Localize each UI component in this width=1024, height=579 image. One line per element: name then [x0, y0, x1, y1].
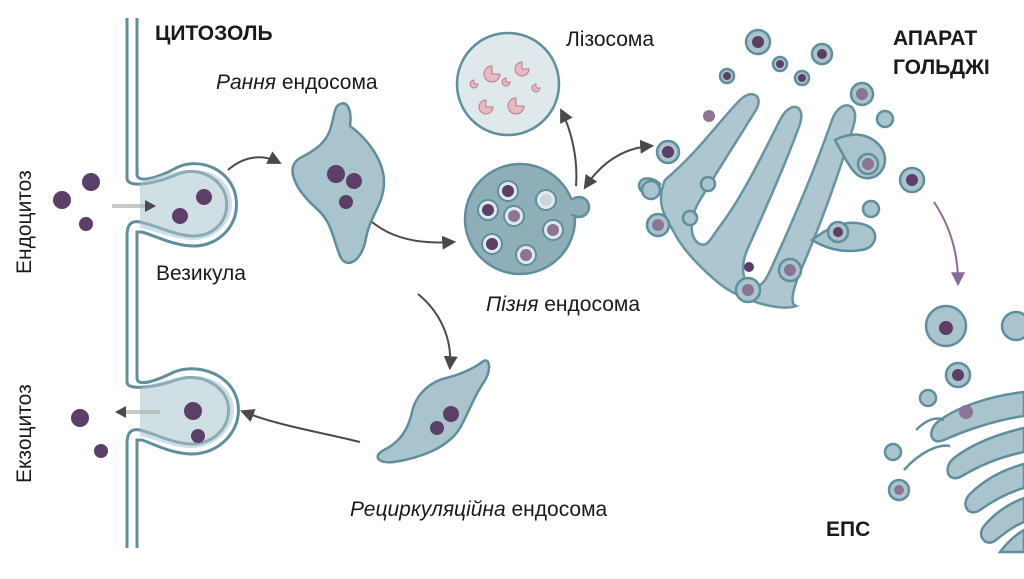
- recycling-endosome-label-rest: ендосома: [506, 498, 608, 521]
- arrow-late-golgi-bidirectional: [583, 139, 655, 190]
- arrow-vesicle-to-early-endosome: [227, 151, 282, 171]
- endocytic-vesicle: [140, 170, 232, 240]
- arrow-early-to-late-endosome: [371, 221, 457, 250]
- vesicle-label: Везикула: [156, 262, 246, 285]
- exocytosis-exit-arrow: [115, 406, 160, 418]
- early-endosome-label-rest: ендосома: [276, 71, 378, 94]
- arrow-early-to-recycling-endosome: [417, 293, 458, 371]
- endocytosis-entry-arrow: [112, 200, 156, 212]
- late-endosome-label: Пізня ендосома: [486, 293, 640, 316]
- golgi-cargo: [652, 36, 918, 296]
- lysosome: [455, 31, 561, 137]
- late-endosome: [463, 162, 591, 276]
- endocytosis-label: Ендоцитоз: [13, 170, 36, 274]
- recycling-endosome-label: Рециркуляційна ендосома: [350, 498, 608, 521]
- arrow-golgi-to-er: [933, 201, 965, 287]
- late-endosome-label-italic: Пізня: [486, 293, 538, 316]
- early-endosome: [291, 102, 386, 265]
- early-endosome-label-italic: Рання: [216, 71, 276, 94]
- early-endosome-label: Рання ендосома: [216, 71, 378, 94]
- arrow-late-to-lysosome: [560, 108, 578, 187]
- golgi-apparatus: [637, 28, 926, 309]
- recycling-endosome: [376, 359, 491, 464]
- extracellular-cargo: [53, 173, 108, 458]
- exocytic-vesicle: [140, 376, 234, 448]
- pathway-arrows: [227, 108, 655, 443]
- lysosome-label: Лізосома: [566, 28, 654, 51]
- cytosol-label: ЦИТОЗОЛЬ: [155, 22, 273, 45]
- er-label: ЕПС: [826, 518, 870, 541]
- arrow-recycling-to-exocytosis: [240, 409, 361, 443]
- exocytosis-label: Екзоцитоз: [13, 384, 36, 483]
- er-cargo: [894, 321, 973, 495]
- golgi-label-line2: ГОЛЬДЖІ: [893, 56, 990, 79]
- endoplasmic-reticulum: [883, 304, 1024, 554]
- golgi-label-line1: АПАРАТ: [893, 27, 977, 50]
- recycling-endosome-label-italic: Рециркуляційна: [350, 498, 506, 521]
- late-endosome-label-rest: ендосома: [538, 293, 640, 316]
